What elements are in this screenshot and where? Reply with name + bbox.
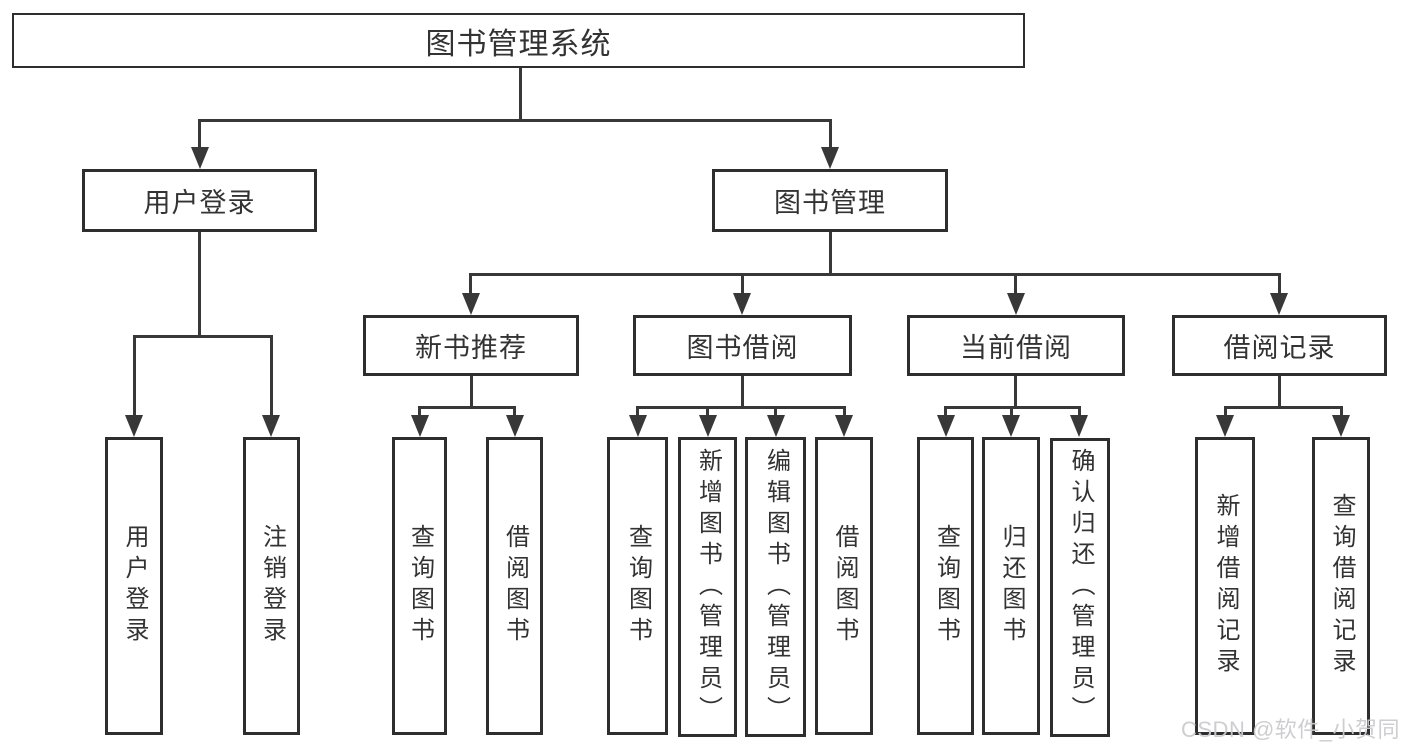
connector-borrow-records-stub (1278, 273, 1281, 295)
arrow-down-icon (1002, 415, 1020, 437)
connector-user-login-stub (198, 119, 201, 149)
connector-bb-edit-stub (774, 406, 777, 416)
connector-nbr-rail (418, 406, 516, 409)
watermark: CSDN @软件_小贺同学 (1181, 717, 1401, 742)
arrow-down-icon (767, 415, 785, 437)
node-book-borrow: 图书借阅 (633, 315, 852, 376)
connector-cb-stem (1014, 376, 1017, 406)
arrow-down-icon (506, 415, 524, 437)
connector-bb-borrow-stub (843, 406, 846, 416)
connector-bb-stem (741, 376, 744, 406)
node-br-add: 新增借阅记录 (1195, 437, 1255, 735)
connector-book-mgmt-stub (829, 119, 832, 149)
arrow-down-icon (1007, 293, 1025, 315)
node-cb-confirm: 确认归还（管理员） (1050, 438, 1110, 737)
arrow-down-icon (1070, 415, 1088, 437)
connector-bb-rail (636, 406, 844, 409)
connector-ul-logout-stub (270, 335, 273, 416)
node-root: 图书管理系统 (12, 13, 1025, 68)
arrow-down-icon (1270, 293, 1288, 315)
connector-nbr-stem (470, 376, 473, 406)
connector-ul-login-stub (133, 335, 136, 416)
node-current-borrow: 当前借阅 (907, 315, 1125, 376)
arrow-down-icon (937, 415, 955, 437)
arrow-down-icon (1216, 415, 1234, 437)
arrow-down-icon (191, 147, 209, 169)
connector-bb-query-stub (636, 406, 639, 416)
connector-user-login-stem (198, 232, 201, 335)
connector-br-rail (1224, 406, 1342, 409)
arrow-down-icon (262, 415, 280, 437)
arrow-down-icon (411, 415, 429, 437)
connector-cb-query-stub (944, 406, 947, 416)
node-nbr-query: 查询图书 (392, 437, 447, 735)
connector-cb-confirm-stub (1078, 406, 1081, 416)
arrow-down-icon (1332, 415, 1350, 437)
node-user-login: 用户登录 (82, 169, 317, 232)
arrow-down-icon (733, 293, 751, 315)
connector-new-book-rec-stub (469, 273, 472, 295)
arrow-down-icon (462, 293, 480, 315)
connector-br-query-stub (1340, 406, 1343, 416)
node-bb-query: 查询图书 (607, 437, 668, 735)
arrow-down-icon (835, 415, 853, 437)
node-borrow-records: 借阅记录 (1172, 315, 1387, 376)
node-bb-add: 新增图书（管理员） (678, 437, 737, 737)
connector-nbr-borrow-stub (513, 406, 516, 416)
node-cb-return: 归还图书 (982, 437, 1040, 735)
connector-book-mgmt-rail (470, 273, 1280, 276)
connector-user-login-rail (133, 335, 273, 338)
connector-root-stem (519, 68, 522, 121)
connector-root-rail (198, 119, 832, 122)
node-bb-borrow: 借阅图书 (815, 437, 873, 735)
node-cb-query: 查询图书 (917, 437, 974, 735)
connector-br-stem (1278, 376, 1281, 406)
connector-br-add-stub (1224, 406, 1227, 416)
arrow-down-icon (629, 415, 647, 437)
node-ul-login: 用户登录 (105, 437, 163, 735)
arrow-down-icon (699, 415, 717, 437)
connector-book-borrow-stub (741, 273, 744, 295)
node-br-query: 查询借阅记录 (1312, 437, 1370, 735)
node-bb-edit: 编辑图书（管理员） (745, 437, 806, 737)
connector-current-borrow-stub (1014, 273, 1017, 295)
connector-nbr-query-stub (418, 406, 421, 416)
connector-book-mgmt-stem (829, 232, 832, 275)
connector-bb-add-stub (706, 406, 709, 416)
arrow-down-icon (125, 415, 143, 437)
node-nbr-borrow: 借阅图书 (486, 437, 543, 735)
node-new-book-rec: 新书推荐 (363, 315, 579, 376)
node-ul-logout: 注销登录 (243, 437, 300, 735)
arrow-down-icon (821, 147, 839, 169)
node-book-mgmt: 图书管理 (712, 169, 948, 232)
connector-cb-return-stub (1010, 406, 1013, 416)
